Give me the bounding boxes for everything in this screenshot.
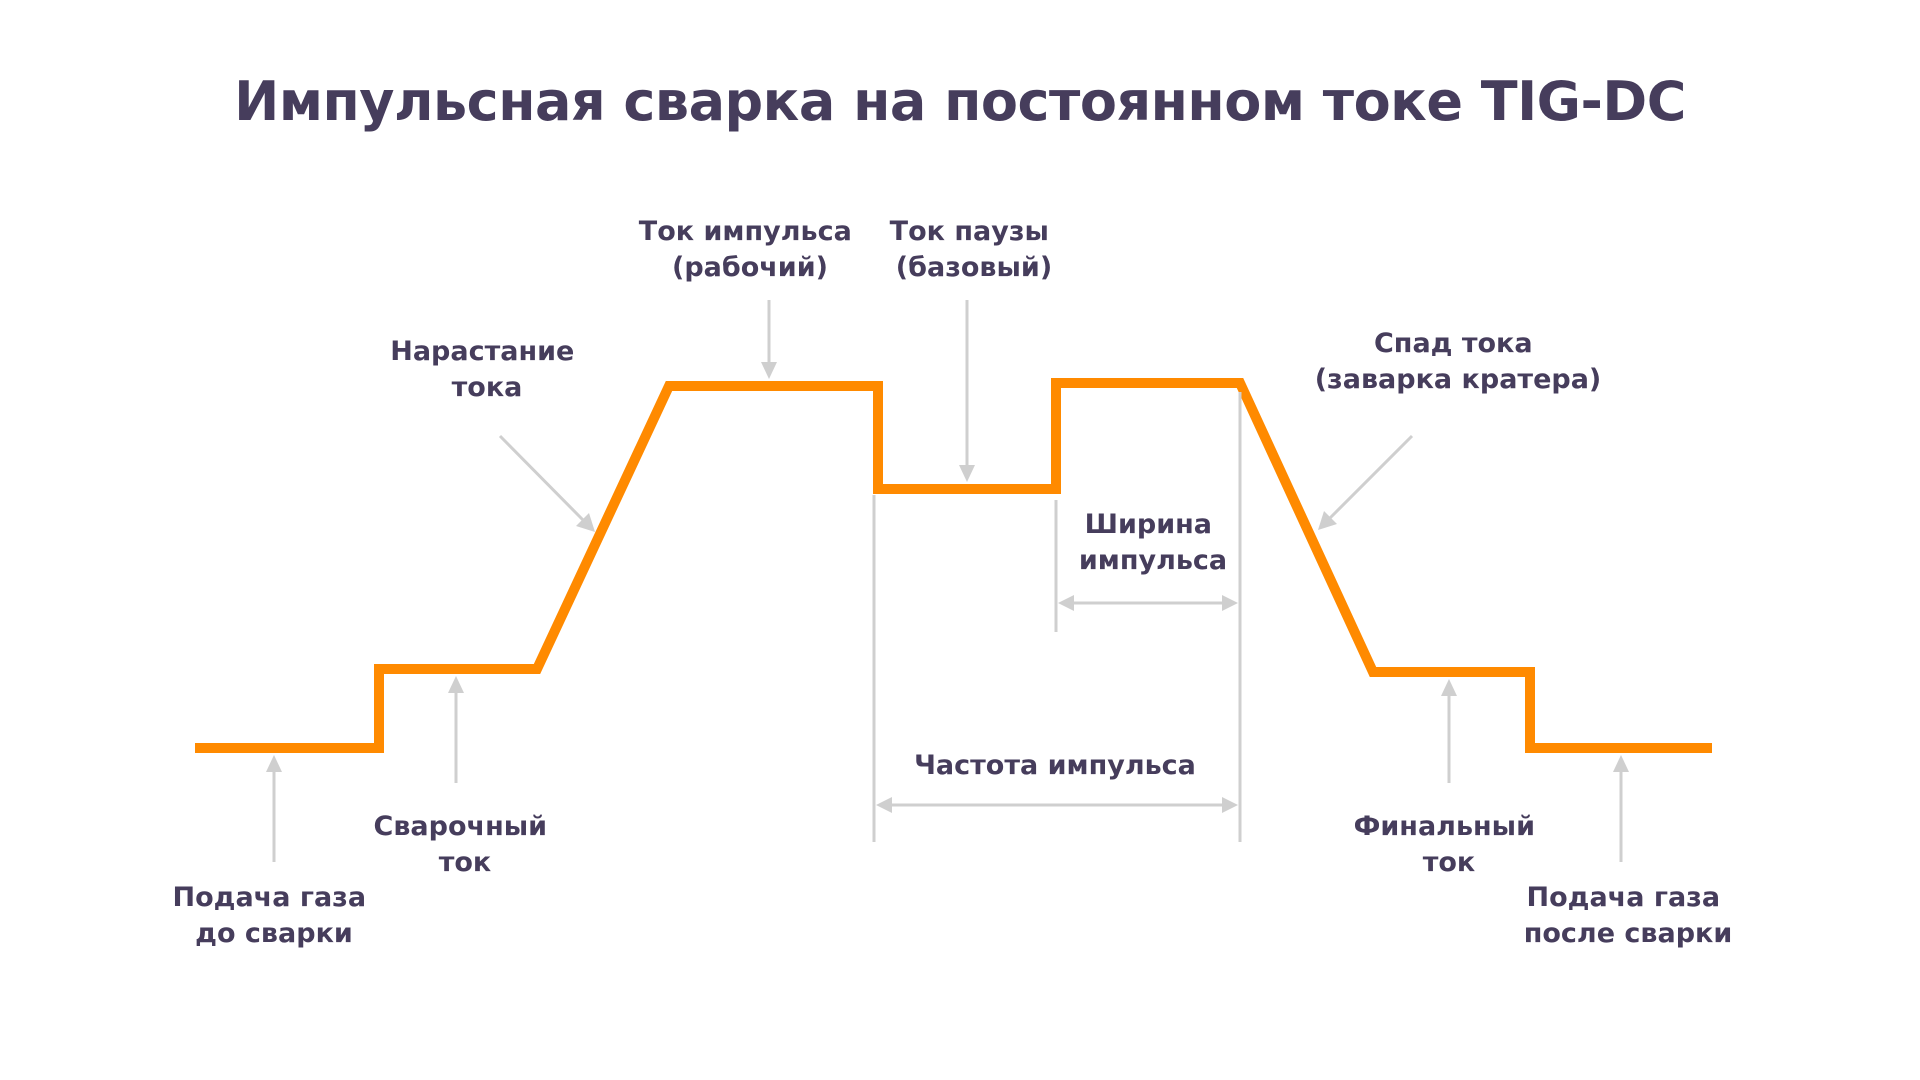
label-pause-current: Ток паузы (базовый) xyxy=(890,216,1059,283)
label-post-gas-line1: Подача газа xyxy=(1527,882,1721,913)
label-pre-gas-line2: до сварки xyxy=(195,918,353,949)
label-pulse-current: Ток импульса (рабочий) xyxy=(639,216,861,283)
label-final-current-line2: ток xyxy=(1423,847,1476,878)
final-current-arrow xyxy=(1441,679,1457,783)
slope-down-arrow xyxy=(1318,434,1414,530)
rise-arrow xyxy=(498,434,595,532)
label-pause-current-line2: (базовый) xyxy=(896,252,1052,283)
pre-gas-arrow xyxy=(266,755,282,862)
post-gas-arrow xyxy=(1613,755,1629,862)
label-pause-current-line1: Ток паузы xyxy=(890,216,1049,247)
pulse-width-dimension xyxy=(1058,595,1238,611)
label-pulse-current-line2: (рабочий) xyxy=(672,252,828,283)
page-title: Импульсная сварка на постоянном токе TIG… xyxy=(234,70,1686,133)
pulse-current-arrow xyxy=(761,300,777,379)
label-slope-down: Спад тока (заварка кратера) xyxy=(1315,328,1602,395)
label-post-gas: Подача газа после сварки xyxy=(1524,882,1733,949)
pause-current-arrow xyxy=(959,300,975,482)
label-pulse-width: Ширина импульса xyxy=(1079,509,1227,576)
label-weld-current-line1: Сварочный xyxy=(374,811,548,842)
label-pulse-width-line2: импульса xyxy=(1079,545,1227,576)
label-pulse-current-line1: Ток импульса xyxy=(639,216,852,247)
label-pulse-width-line1: Ширина xyxy=(1085,509,1212,540)
label-final-current: Финальный ток xyxy=(1354,811,1545,878)
label-pulse-frequency: Частота импульса xyxy=(914,750,1196,781)
label-pre-gas: Подача газа до сварки xyxy=(173,882,376,949)
label-rise-line2: тока xyxy=(452,372,523,403)
label-rise: Нарастание тока xyxy=(390,336,584,403)
current-waveform-line xyxy=(195,378,1712,753)
label-pre-gas-line1: Подача газа xyxy=(173,882,367,913)
label-final-current-line1: Финальный xyxy=(1354,811,1535,842)
label-weld-current: Сварочный ток xyxy=(374,811,557,878)
label-rise-line1: Нарастание xyxy=(390,336,574,367)
pulse-frequency-dimension xyxy=(876,797,1238,813)
label-slope-down-line2: (заварка кратера) xyxy=(1315,364,1602,395)
label-weld-current-line2: ток xyxy=(439,847,492,878)
label-slope-down-line1: Спад тока xyxy=(1374,328,1533,359)
label-post-gas-line2: после сварки xyxy=(1524,918,1733,949)
weld-current-arrow xyxy=(448,676,464,783)
